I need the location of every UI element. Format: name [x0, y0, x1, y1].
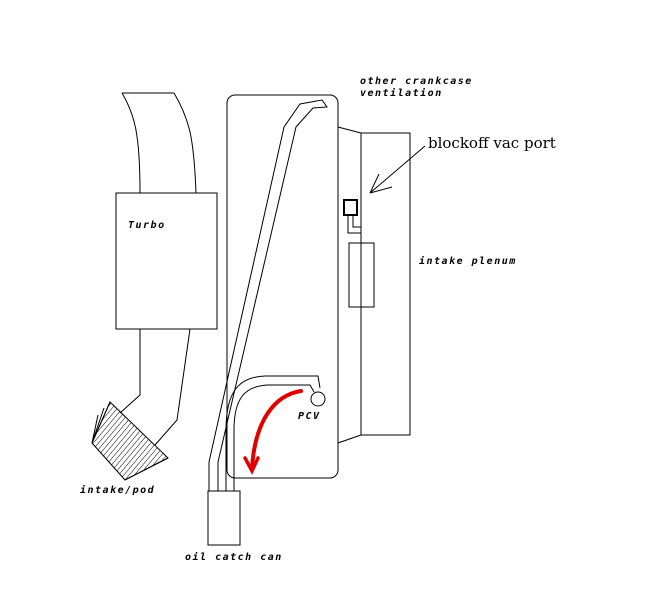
crankcase-hose — [208, 99, 328, 491]
label-oil-catch-can: oil catch can — [185, 551, 283, 563]
oil-catch-can — [207, 490, 241, 546]
label-other-crankcase: other crankcase — [360, 76, 473, 87]
label-blockoff: blockoff vac port — [428, 134, 556, 152]
turbo — [115, 192, 218, 330]
label-pcv: PCV — [298, 411, 321, 422]
turbo-inlet-pipe — [121, 92, 197, 194]
label-ventilation: ventilation — [360, 87, 443, 99]
intake-plenum — [360, 132, 411, 436]
engine-block — [226, 94, 339, 479]
pcv-valve — [310, 391, 326, 407]
flow-arrow — [250, 389, 303, 470]
pcv-hose — [225, 375, 321, 491]
intake-pod-filter — [91, 401, 169, 481]
flow-arrow-head — [243, 456, 260, 475]
plenum-fitting — [348, 242, 375, 308]
turbo-outlet-pipe — [119, 328, 191, 446]
blockoff-pointer-arrow — [369, 145, 426, 194]
label-intake-plenum: intake plenum — [419, 255, 517, 267]
label-intake-pod: intake/pod — [80, 484, 155, 496]
blockoff-vac-port — [343, 199, 358, 216]
label-turbo: Turbo — [128, 220, 166, 231]
